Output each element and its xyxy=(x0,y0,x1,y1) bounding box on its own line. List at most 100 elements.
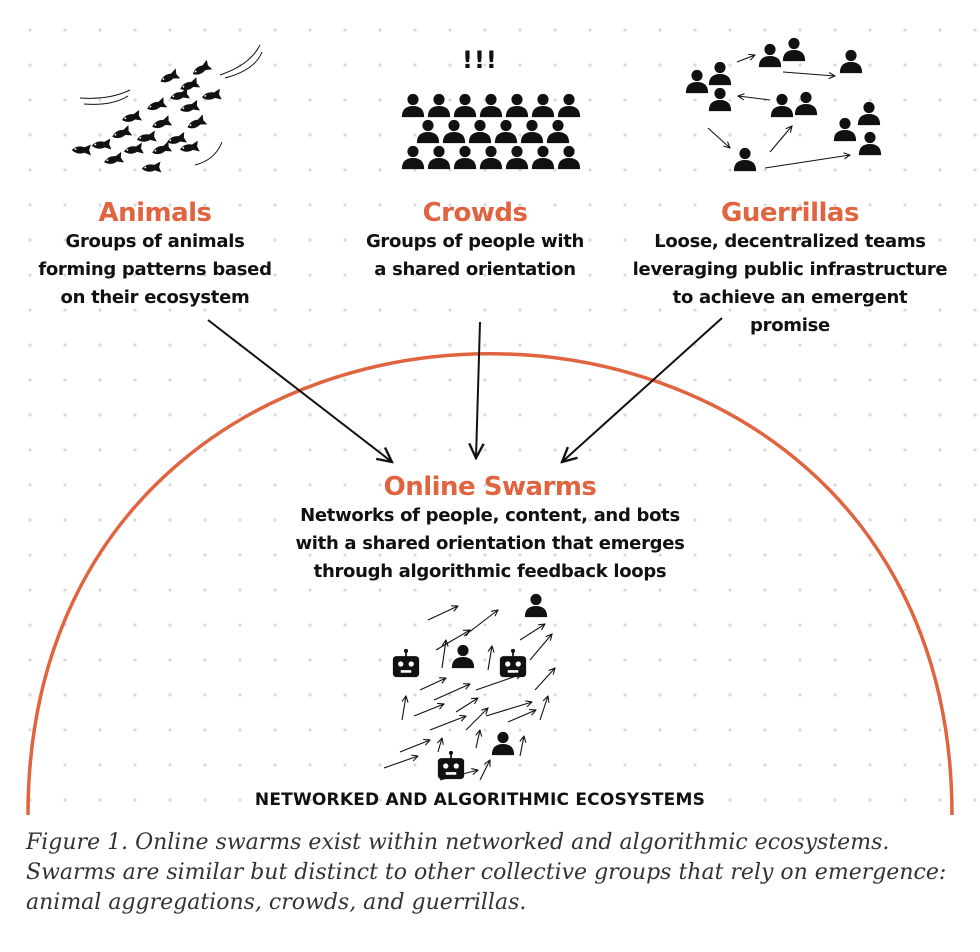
robot-icon xyxy=(499,649,527,679)
diagram: !!! Animals Groups of animals forming pa… xyxy=(25,28,977,816)
online-swarm-illustration xyxy=(383,593,555,781)
online-swarms-title: Online Swarms xyxy=(383,472,597,502)
fish-icon xyxy=(120,109,143,126)
arrow-icon xyxy=(441,640,446,669)
animals-description: Groups of animals forming patterns based… xyxy=(38,231,272,308)
person-icon xyxy=(453,145,477,170)
arrow-icon xyxy=(399,740,430,753)
person-icon xyxy=(505,93,529,118)
person-icon xyxy=(770,93,794,118)
ecosystem-dome xyxy=(26,352,954,816)
person-icon xyxy=(685,69,709,94)
person-icon xyxy=(858,131,882,156)
arrow-icon xyxy=(534,668,555,691)
fish-icon xyxy=(141,161,162,175)
arrow-icon xyxy=(707,127,730,148)
person-icon xyxy=(733,147,757,172)
ecosystem-label: NETWORKED AND ALGORITHMIC ECOSYSTEMS xyxy=(254,790,706,810)
fish-school-illustration xyxy=(71,44,263,175)
person-icon xyxy=(782,37,806,62)
person-icon xyxy=(531,93,555,118)
person-icon xyxy=(857,101,881,126)
arrow-icon xyxy=(401,696,406,721)
guerrillas-description: Loose, decentralized teams leveraging pu… xyxy=(632,231,948,336)
fish-icon xyxy=(71,144,91,156)
caption-line: Swarms are similar but distinct to other… xyxy=(26,860,947,885)
caption-line: animal aggregations, crowds, and guerril… xyxy=(26,890,527,915)
person-icon xyxy=(505,145,529,170)
arrow-icon xyxy=(207,319,392,462)
arrow-icon xyxy=(476,730,480,749)
person-icon xyxy=(451,644,475,669)
animals-label: Animals Groups of animals forming patter… xyxy=(25,198,285,312)
person-icon xyxy=(401,93,425,118)
animals-title: Animals xyxy=(98,198,212,228)
person-icon xyxy=(524,593,548,618)
arrow-icon xyxy=(520,736,524,757)
arrow-icon xyxy=(738,96,771,101)
water-current xyxy=(219,44,261,76)
arrow-icon xyxy=(419,678,446,691)
fish-icon xyxy=(145,97,168,114)
guerrillas-label: Guerrillas Loose, decentralized teams le… xyxy=(630,198,950,340)
fish-icon xyxy=(178,99,201,116)
person-icon xyxy=(401,145,425,170)
person-icon xyxy=(708,87,732,112)
dot-grid-background xyxy=(28,28,977,802)
person-icon xyxy=(546,119,570,144)
arrow-icon xyxy=(485,702,532,717)
arrow-icon xyxy=(465,708,488,731)
fish-icon xyxy=(185,114,208,133)
person-icon xyxy=(708,61,732,86)
person-icon xyxy=(427,145,451,170)
person-icon xyxy=(453,93,477,118)
arrow-icon xyxy=(487,646,492,671)
arrow-icon xyxy=(383,756,418,769)
person-icon xyxy=(557,145,581,170)
fish-icon xyxy=(168,87,191,104)
person-icon xyxy=(468,119,492,144)
person-icon xyxy=(442,119,466,144)
person-icon xyxy=(479,93,503,118)
person-icon xyxy=(839,49,863,74)
crowd-exclamation: !!! xyxy=(462,46,498,74)
arrow-icon xyxy=(519,624,545,641)
person-icon xyxy=(557,93,581,118)
person-icon xyxy=(494,119,518,144)
water-current xyxy=(83,95,129,105)
guerrillas-title: Guerrillas xyxy=(721,198,859,228)
crowds-label: Crowds Groups of people with a shared or… xyxy=(335,198,615,284)
person-icon xyxy=(833,117,857,142)
arrow-icon xyxy=(476,321,480,458)
diagram-artwork xyxy=(26,28,977,816)
person-icon xyxy=(491,731,515,756)
water-current xyxy=(194,141,223,166)
guerrilla-network-illustration xyxy=(685,37,882,172)
fish-icon xyxy=(110,125,133,142)
person-icon xyxy=(416,119,440,144)
person-icon xyxy=(520,119,544,144)
arrow-icon xyxy=(438,738,442,753)
arrow-icon xyxy=(479,760,490,781)
arrow-icon xyxy=(769,126,792,153)
arrow-icon xyxy=(562,317,723,462)
arrow-icon xyxy=(439,770,478,781)
fish-icon xyxy=(190,59,213,79)
arrow-icon xyxy=(529,634,552,661)
water-current xyxy=(79,89,131,99)
person-icon xyxy=(531,145,555,170)
person-icon xyxy=(758,43,782,68)
crowds-description: Groups of people with a shared orientati… xyxy=(365,231,585,280)
arrow-icon xyxy=(782,71,835,76)
fish-icon xyxy=(102,151,125,168)
arrow-icon xyxy=(507,710,536,723)
robot-icon xyxy=(392,649,420,679)
fish-icon xyxy=(158,68,181,87)
arrow-icon xyxy=(764,155,850,169)
person-icon xyxy=(794,91,818,116)
arrow-icon xyxy=(429,716,466,731)
fish-icon xyxy=(178,140,200,155)
arrow-icon xyxy=(475,674,522,691)
water-current xyxy=(224,51,263,79)
figure-caption: Figure 1. Online swarms exist within net… xyxy=(26,828,966,918)
